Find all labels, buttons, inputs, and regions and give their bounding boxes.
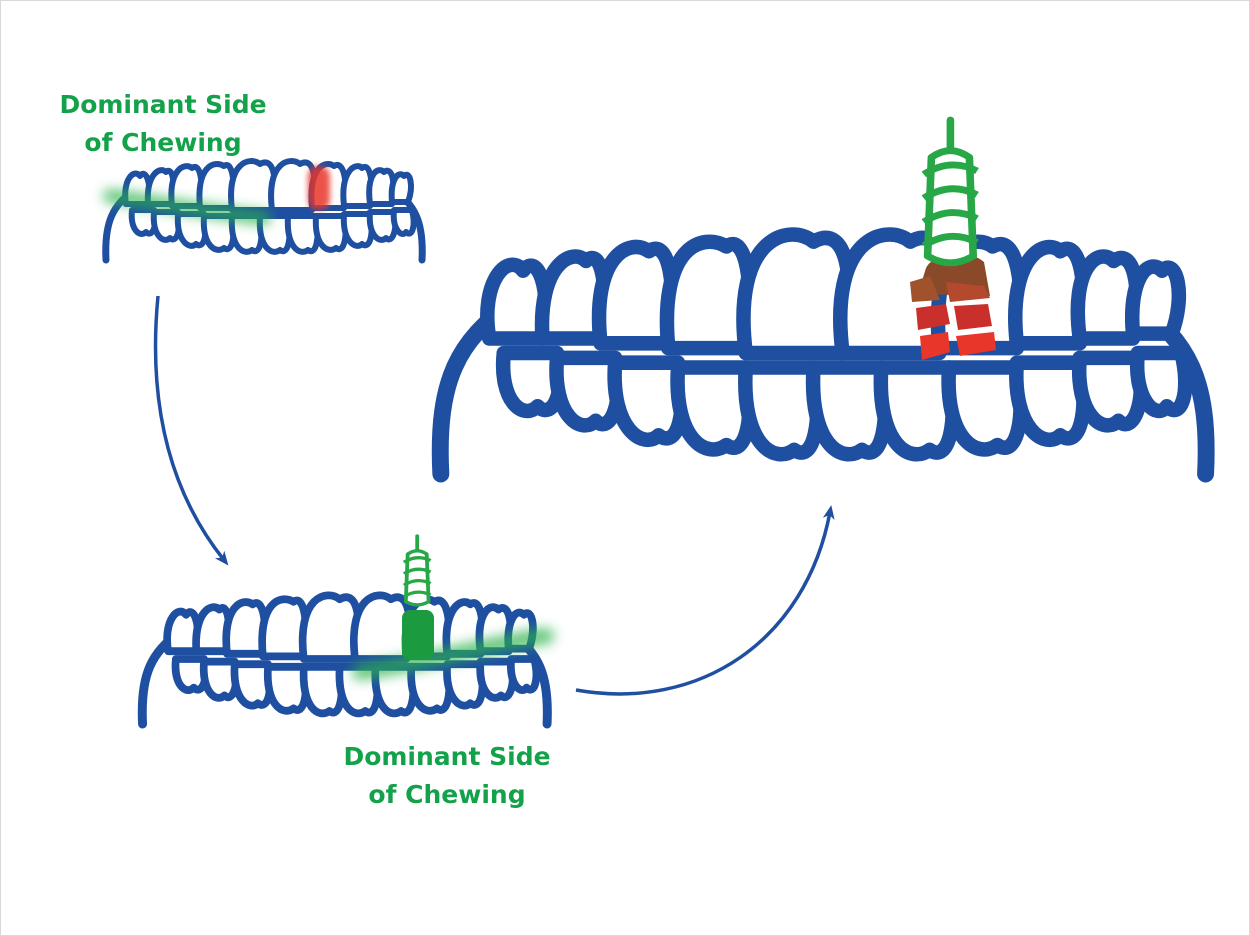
label-line-2: of Chewing <box>84 128 242 157</box>
label-dominant-side-top: Dominant Side of Chewing <box>48 86 278 162</box>
problem-tooth-highlight <box>308 166 330 210</box>
implant-crown <box>402 610 434 660</box>
label-line-1: Dominant Side <box>343 742 551 771</box>
label-dominant-side-bottom: Dominant Side of Chewing <box>332 738 562 814</box>
small-arch-top <box>106 161 423 260</box>
arrow-icon <box>575 505 835 696</box>
arrow-icon <box>153 295 229 566</box>
label-line-2: of Chewing <box>368 780 526 809</box>
label-line-1: Dominant Side <box>59 90 267 119</box>
fractured-crown-icon <box>910 253 996 360</box>
chewing-side-glow <box>103 189 271 225</box>
implant-screw-icon <box>924 120 977 263</box>
large-arch <box>440 235 1206 474</box>
chewing-side-glow <box>352 628 554 680</box>
implant-screw-icon <box>401 534 433 607</box>
small-arch-bottom <box>142 595 554 724</box>
